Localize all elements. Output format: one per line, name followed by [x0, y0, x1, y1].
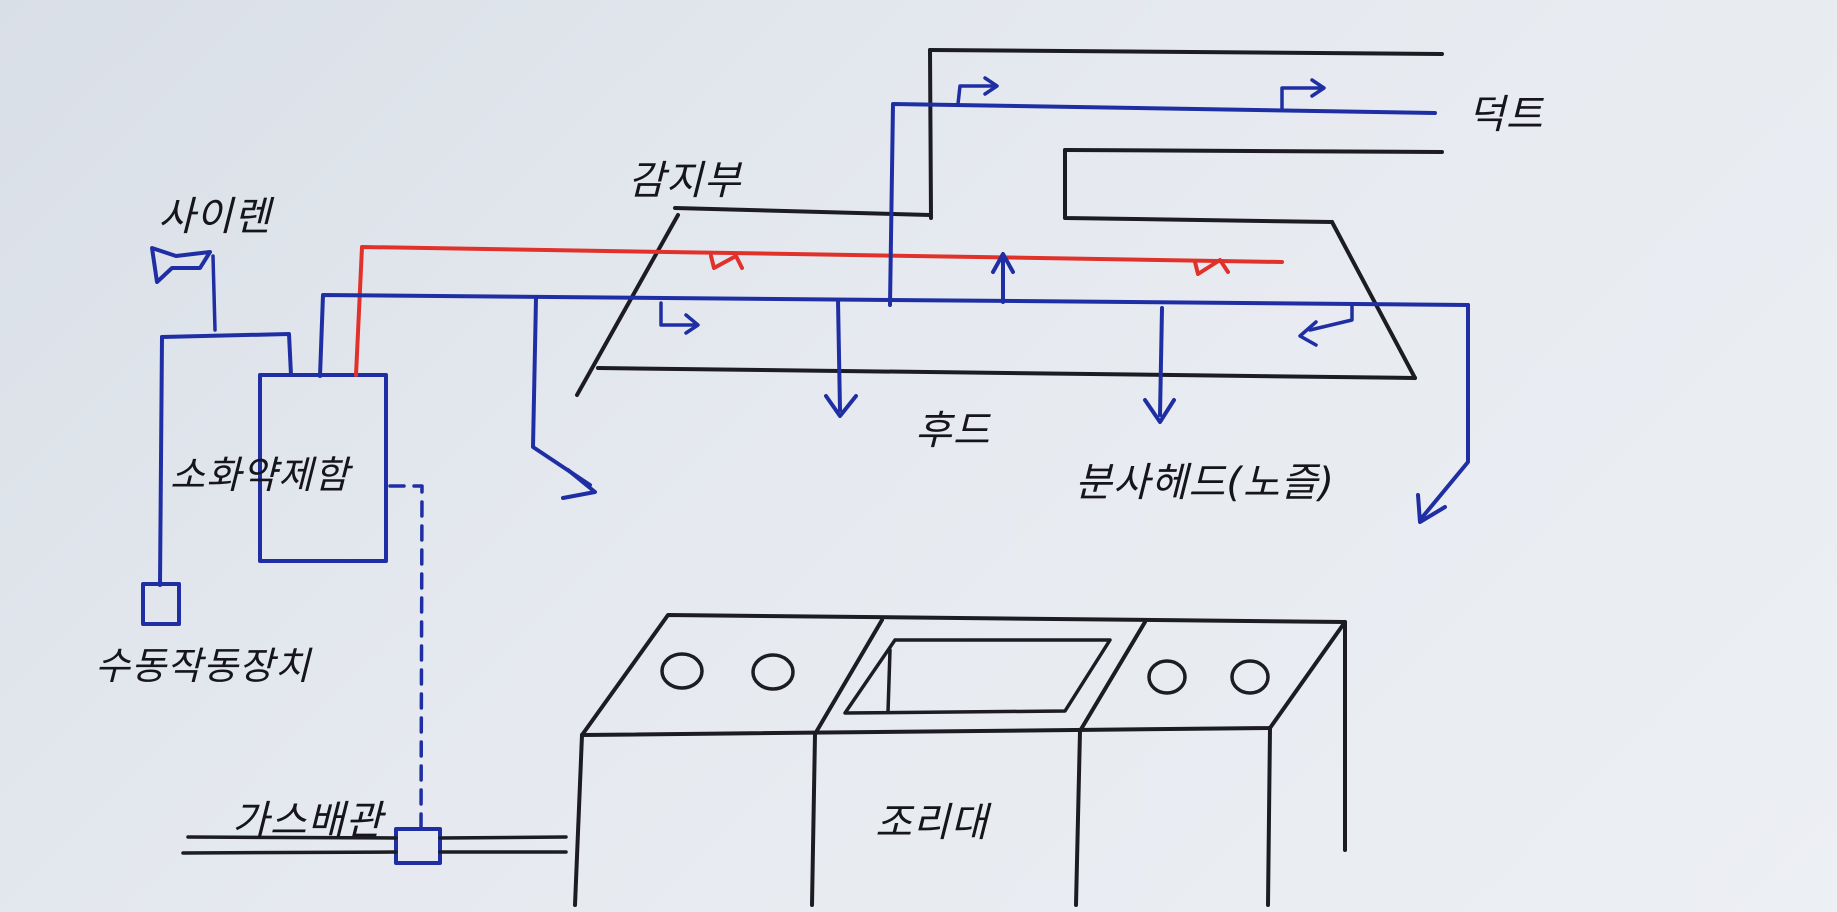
siren-label: 사이렌	[158, 194, 272, 240]
duct-inner-bottom-wall	[1063, 148, 1334, 224]
hood-outline	[575, 206, 1417, 397]
nozzle-arrow-duct-left	[983, 76, 999, 96]
counter-divider-right	[1074, 729, 1082, 907]
actuator-wire-down	[158, 335, 164, 587]
gas-valve-link	[388, 484, 442, 865]
burner-3	[1147, 659, 1187, 695]
sink-inner-edge	[886, 648, 892, 714]
sink-basin	[843, 638, 1112, 715]
duct-inner-top-wall	[1063, 148, 1444, 154]
counter-left-leg	[573, 733, 584, 907]
nozzle-hook-duct-left	[956, 84, 997, 106]
duct-agent-pipe	[888, 102, 1437, 307]
nozzle-arrow-hood-2	[1143, 398, 1176, 424]
extinguishing-agent-box	[258, 373, 388, 563]
gas-pipe-label: 가스배관	[232, 798, 384, 844]
extinguishing-agent-box-label: 소화약제함	[170, 453, 350, 497]
gas-pipe	[181, 835, 568, 855]
manual-actuator-wiring	[141, 332, 293, 626]
nozzle-arrow-hood-right	[1298, 320, 1318, 347]
nozzle-hook-duct-right	[1280, 86, 1324, 110]
duct-outline	[928, 48, 1444, 224]
nozzle-arrow-plenum	[991, 252, 1015, 274]
siren-wire	[211, 254, 217, 332]
hood-bottom-edge	[596, 366, 1417, 380]
spray-heads	[561, 76, 1447, 524]
duct-label: 덕트	[1468, 92, 1544, 138]
hood-nozzle-branch	[1308, 304, 1354, 332]
actuator-wire-top	[160, 332, 293, 377]
right-nozzle-drop	[1418, 303, 1470, 522]
counter-top-back	[580, 613, 1347, 852]
detection-line	[354, 245, 1284, 377]
duct-top-wall	[928, 48, 1444, 56]
burner-4	[1230, 659, 1270, 695]
gas-shutoff-valve	[394, 827, 442, 865]
gas-pipe-upper-right	[438, 835, 568, 840]
nozzle-arrow-left	[561, 468, 597, 500]
counter-section-edge-1	[813, 618, 884, 736]
counter-divider-left	[810, 732, 817, 907]
gas-pipe-lower-left	[181, 850, 398, 855]
detector-label: 감지부	[628, 158, 742, 204]
gas-valve-control-line	[388, 484, 424, 830]
counter-section-edge-2	[1078, 620, 1147, 733]
nozzle-arrow-right	[1416, 493, 1447, 524]
burner-1	[660, 652, 704, 690]
cooking-table	[573, 613, 1347, 907]
spray-head-label: 분사헤드(노즐)	[1075, 460, 1336, 506]
main-agent-pipe	[318, 293, 1470, 378]
hood-right-slope	[1330, 220, 1417, 380]
burner-2	[751, 653, 795, 691]
nozzle-hook-hood-left	[659, 301, 696, 327]
hood-label: 후드	[915, 408, 991, 454]
manual-actuator-label: 수동작동장치	[95, 644, 311, 688]
hood-top-left-edge	[673, 206, 932, 217]
siren-horn	[150, 246, 212, 284]
hood-nozzle-drop-2	[1158, 306, 1164, 417]
gas-pipe-upper-left	[186, 835, 398, 840]
nozzle-arrow-hood-1	[824, 394, 858, 418]
siren-icon	[150, 246, 217, 332]
manual-actuator-box	[141, 582, 181, 626]
left-nozzle-drop	[531, 296, 592, 487]
hood-nozzle-drop-1	[836, 298, 842, 412]
nozzle-arrow-duct-right	[1310, 78, 1326, 98]
detection-wire	[354, 245, 1284, 377]
cooking-table-label: 조리대	[875, 800, 989, 846]
detector-element-left	[709, 254, 744, 270]
nozzle-arrow-hood-left	[684, 313, 700, 335]
detector-element-right	[1193, 258, 1230, 276]
hood-left-slope	[575, 213, 680, 397]
duct-left-wall	[928, 48, 933, 220]
counter-right-leg	[1266, 726, 1272, 907]
